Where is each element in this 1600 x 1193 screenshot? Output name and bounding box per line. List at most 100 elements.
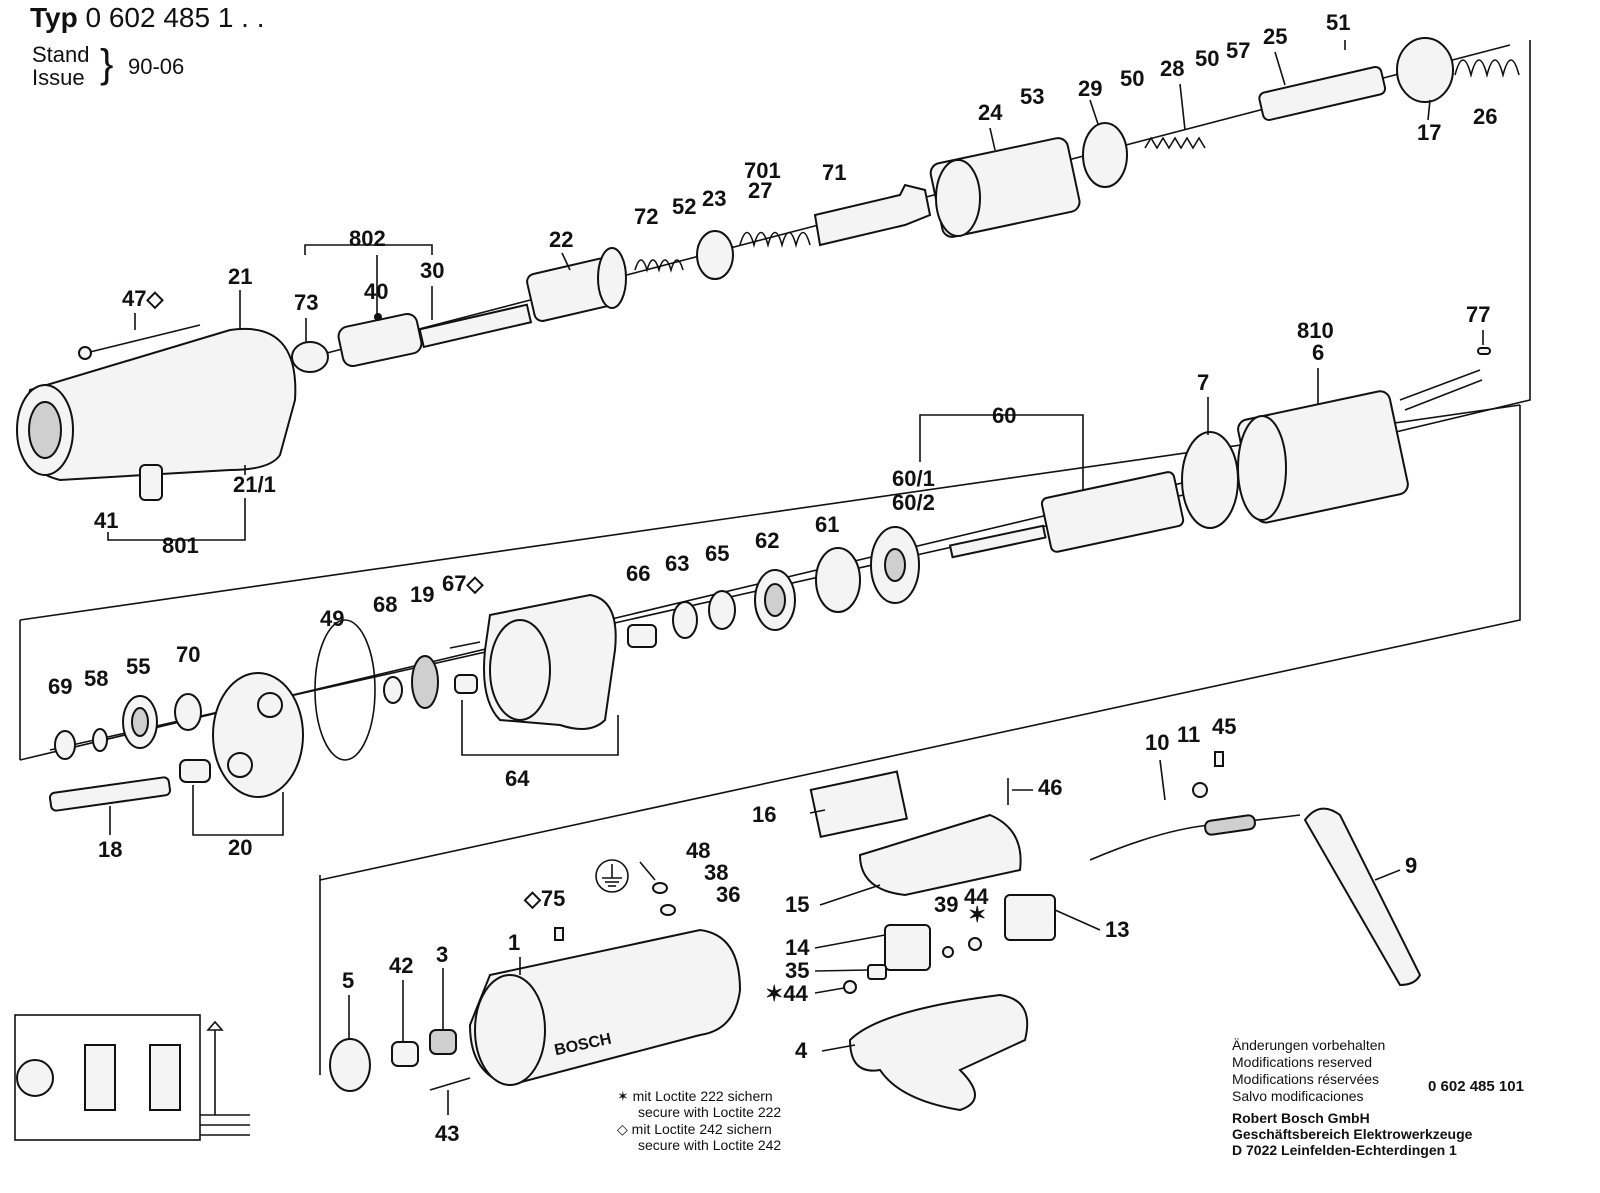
shank-part (1258, 65, 1387, 121)
callout-45: 45 (1212, 714, 1236, 739)
cable-sleeve-part (1204, 814, 1256, 836)
spring-icon (1144, 136, 1206, 150)
screw-icon (968, 937, 982, 951)
switch-part (884, 924, 931, 971)
diamond-icon: ◇ (617, 1121, 628, 1137)
callout-25: 25 (1263, 24, 1287, 49)
callout-46: 46 (1038, 775, 1062, 800)
gear-part (411, 655, 439, 709)
screw-icon (1214, 751, 1224, 767)
ring-icon (660, 904, 676, 916)
bush-part (429, 1029, 457, 1055)
callout-42: 42 (389, 953, 413, 978)
callout-11: 11 (1177, 722, 1200, 747)
callout-801: 801 (162, 533, 199, 558)
callout-38: 38 (704, 860, 728, 885)
callout-41: 41 (94, 508, 118, 533)
callout-67: 67◇ (442, 571, 484, 596)
handle-part (848, 993, 1029, 1112)
gear-part (1396, 37, 1454, 103)
callout-16: 16 (752, 802, 776, 827)
callout-63: 63 (665, 551, 689, 576)
callout-44-star: ✶ (968, 902, 986, 927)
callout-701: 701 (744, 158, 781, 183)
callout-3: 3 (436, 942, 448, 967)
callout-21-1: 21/1 (233, 472, 276, 497)
callout-77: 77 (1466, 302, 1490, 327)
clamp-part (867, 964, 887, 980)
star-icon: ✶ (617, 1088, 629, 1104)
wiring-schematic-icon (14, 1014, 250, 1141)
legend-diamond-en: secure with Loctite 242 (638, 1137, 782, 1153)
legend-star-de: mit Loctite 222 sichern (632, 1088, 773, 1104)
callout-68: 68 (373, 592, 397, 617)
bush-part (391, 1041, 419, 1067)
cable-part (1089, 814, 1301, 861)
armature-part (948, 471, 1185, 559)
bearing-holder-part (815, 547, 861, 613)
callout-58: 58 (84, 666, 108, 691)
callout-43: 43 (435, 1121, 459, 1146)
ring-icon (291, 341, 329, 373)
issue-date: 90-06 (128, 54, 185, 79)
grommet-part (1303, 807, 1422, 987)
callout-21: 21 (228, 264, 252, 289)
screw-icon (554, 927, 564, 941)
type-number: 0 602 485 1 . . (85, 2, 265, 33)
callout-17: 17 (1417, 120, 1441, 145)
shaft-part (418, 303, 533, 349)
spring-icon (739, 231, 811, 248)
callout-75: ◇75 (523, 886, 565, 911)
callout-10: 10 (1145, 730, 1169, 755)
callout-49: 49 (320, 606, 344, 631)
callout-44-top: 44 (964, 884, 989, 909)
ring-icon (92, 728, 108, 752)
legend-diamond: ◇ mit Loctite 242 sichern (617, 1121, 772, 1137)
callout-35: 35 (785, 958, 809, 983)
ring-icon (174, 693, 202, 731)
cylinder-part (526, 247, 627, 322)
fan-part (870, 526, 920, 604)
spring-icon (634, 259, 684, 273)
callout-71: 71 (822, 160, 846, 185)
stator-part (1237, 369, 1483, 524)
callout-4: 4 (795, 1038, 808, 1063)
callout-29: 29 (1078, 76, 1102, 101)
callout-24: 24 (978, 100, 1003, 125)
callout-52: 52 (672, 194, 696, 219)
callout-7: 7 (1197, 370, 1209, 395)
callout-60-1: 60/1 (892, 466, 935, 491)
screw-icon (78, 324, 201, 360)
callout-28: 28 (1160, 56, 1184, 81)
legend-star: ✶ mit Loctite 222 sichern (617, 1088, 773, 1104)
notice-es: Salvo modificaciones (1232, 1088, 1364, 1104)
gear-housing-part (16, 327, 297, 501)
screw-icon (639, 861, 656, 881)
notice-fr: Modifications réservées (1232, 1071, 1380, 1087)
ring-icon (708, 590, 736, 630)
ring-icon (383, 676, 403, 704)
callout-18: 18 (98, 837, 122, 862)
callout-labels: 1 3 4 5 6 7 9 10 11 13 14 15 16 17 18 19… (48, 10, 1497, 1146)
callout-60-2: 60/2 (892, 490, 935, 515)
callout-53: 53 (1020, 84, 1044, 109)
spring-icon (1454, 59, 1520, 79)
notice-en: Modifications reserved (1232, 1054, 1373, 1070)
motor-housing-part: BOSCH (468, 928, 742, 1087)
callout-30: 30 (420, 258, 444, 283)
callout-19: 19 (410, 582, 434, 607)
bush-part (627, 624, 657, 648)
callout-57: 57 (1226, 38, 1250, 63)
leader-lines (107, 40, 1484, 1115)
gear-cover-part (179, 672, 304, 798)
document-number: 0 602 485 101 (1428, 1078, 1524, 1095)
terminal-part (1477, 347, 1491, 355)
bearing-icon (754, 569, 796, 631)
callout-69: 69 (48, 674, 72, 699)
cover-part (858, 813, 1022, 897)
callout-55: 55 (126, 654, 150, 679)
ring-icon (1082, 122, 1128, 188)
callout-51: 51 (1326, 10, 1350, 35)
sleeve-part (337, 312, 423, 368)
